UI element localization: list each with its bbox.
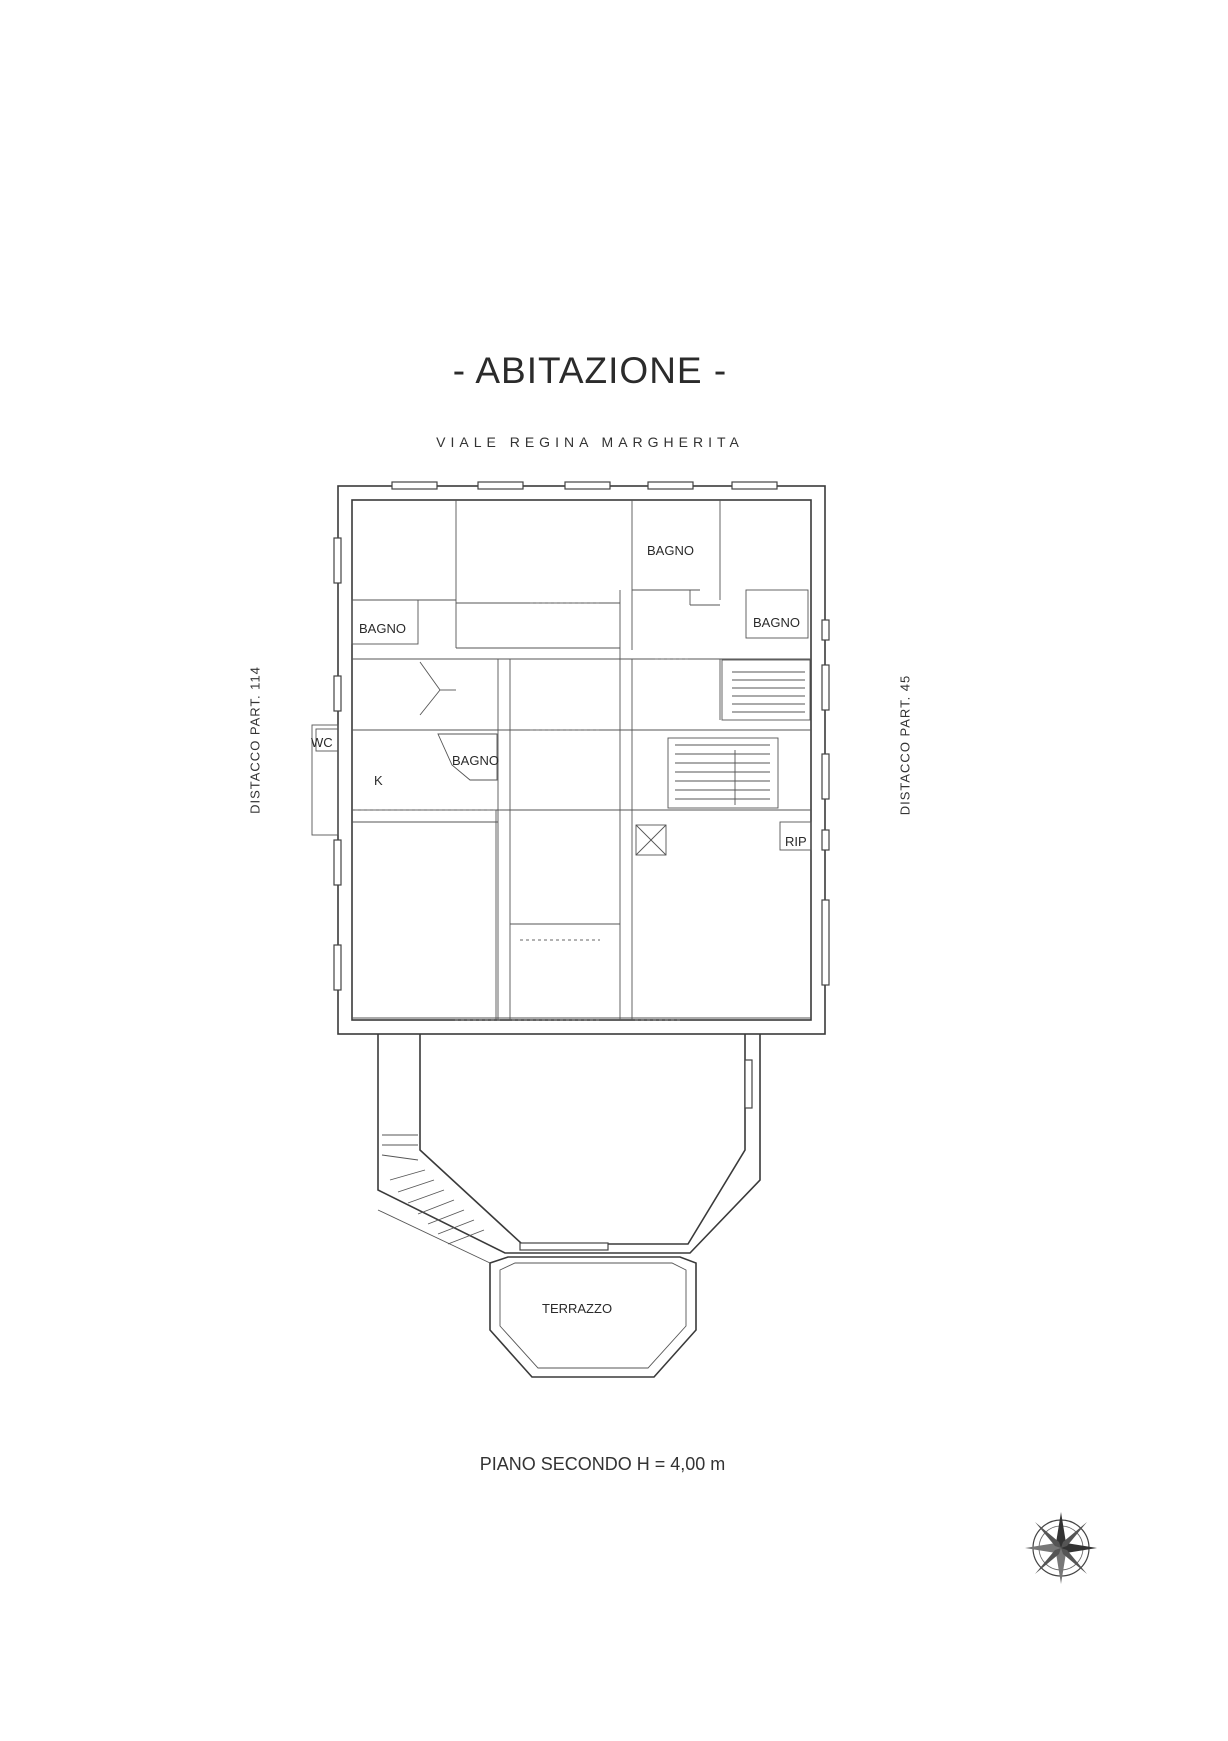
room-label-bagno-right: BAGNO — [753, 615, 800, 630]
room-label-wc: WC — [311, 735, 333, 750]
staircase-right — [667, 659, 811, 809]
interior-walls — [352, 500, 811, 1020]
page-title: - ABITAZIONE - — [452, 350, 728, 391]
room-label-bagno-center: BAGNO — [452, 753, 499, 768]
room-label-bagno-top: BAGNO — [647, 543, 694, 558]
compass-rose-icon — [1025, 1512, 1097, 1584]
staircase-lower — [381, 1134, 485, 1245]
top-windows — [391, 481, 778, 490]
right-windows — [821, 619, 830, 986]
room-label-bagno-left: BAGNO — [359, 621, 406, 636]
room-label-rip: RIP — [785, 834, 807, 849]
left-windows — [333, 537, 342, 991]
room-label-kitchen: K — [374, 773, 383, 788]
lower-hall — [377, 1034, 761, 1378]
door-openings — [355, 602, 690, 1021]
outer-walls — [337, 485, 826, 1035]
floor-caption: PIANO SECONDO H = 4,00 m — [479, 1454, 726, 1474]
elevator-shaft — [635, 824, 667, 856]
street-label: VIALE REGINA MARGHERITA — [436, 434, 744, 450]
bathroom-enclosures — [311, 589, 812, 851]
room-label-terrazzo: TERRAZZO — [542, 1301, 612, 1316]
